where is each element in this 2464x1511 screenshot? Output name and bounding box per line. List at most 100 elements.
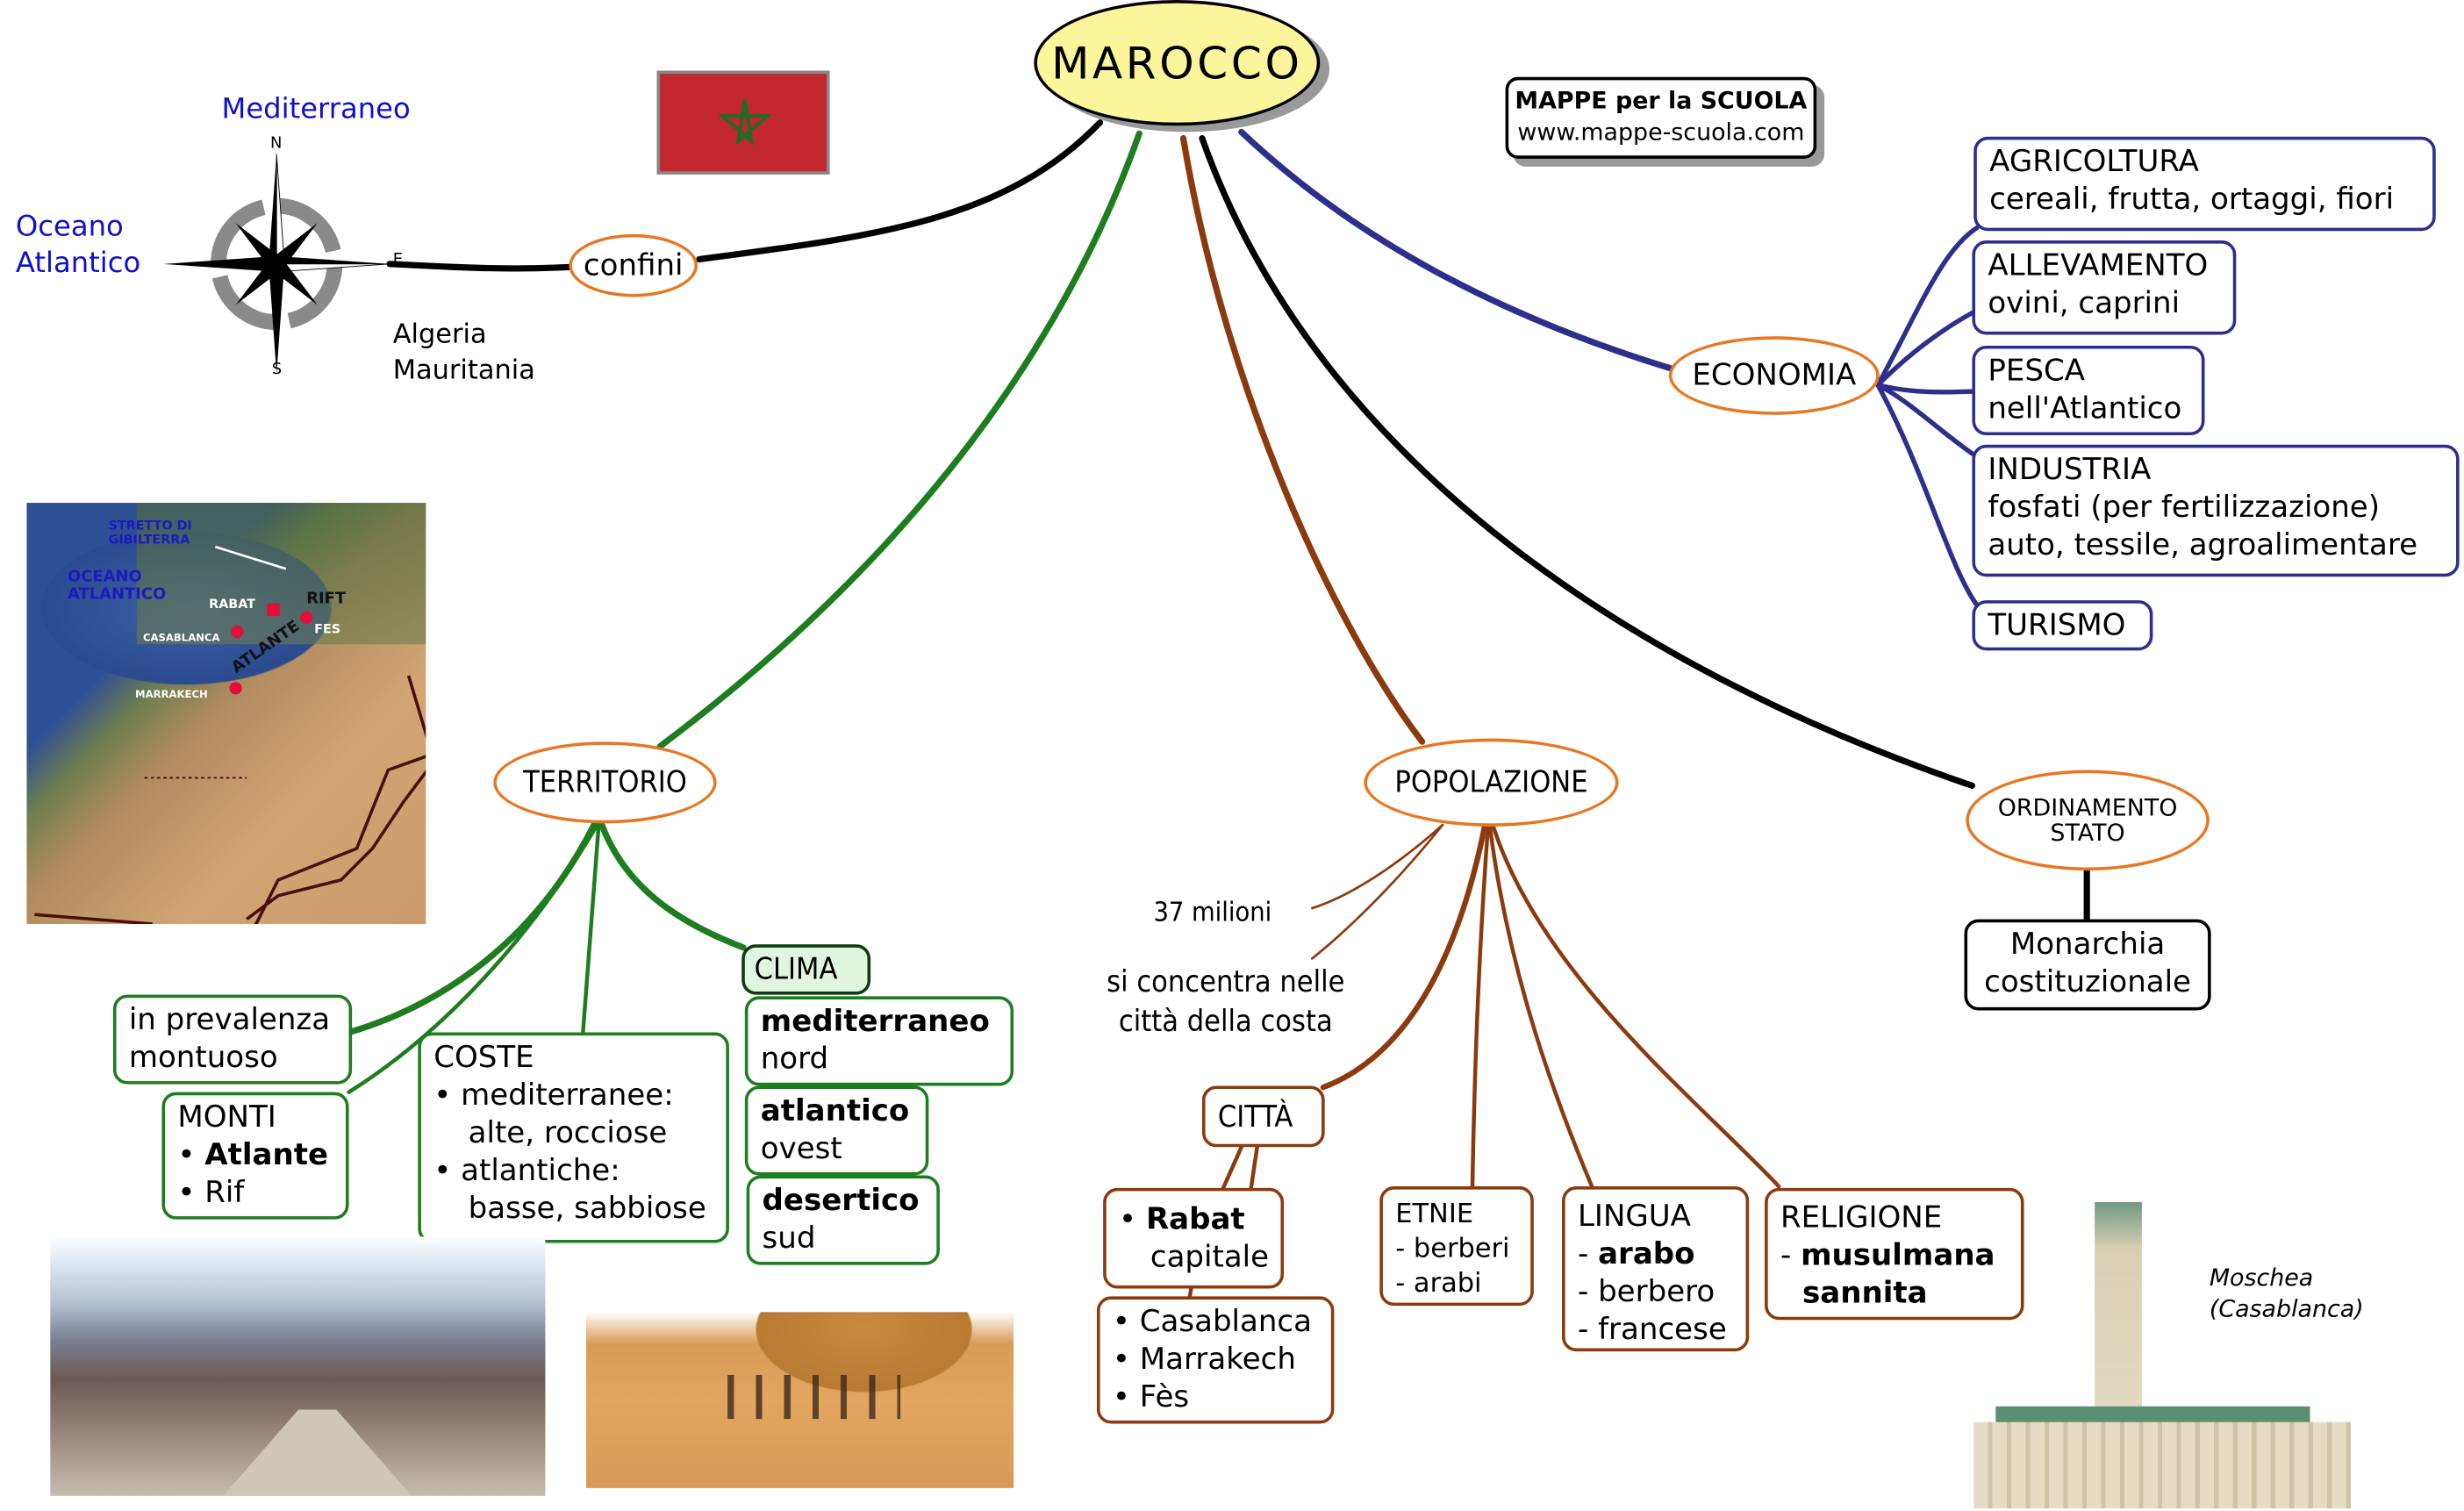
sector-detail: auto, tessile, agroalimentare — [1988, 527, 2418, 563]
node-ordinamento[interactable]: ORDINAMENTO STATO — [1966, 770, 2210, 871]
branding-title: MAPPE per la SCUOLA — [1515, 86, 1808, 115]
label-oceano-atlantico: Oceano Atlantico — [16, 209, 140, 281]
link-popolazione — [1179, 135, 1426, 745]
link-rabat2 — [1249, 1145, 1259, 1192]
compass-east-label: E — [392, 251, 404, 269]
link-clima — [598, 821, 747, 951]
prevalenza-line2: montuoso — [128, 1040, 278, 1075]
coste-desc: basse, sabbiose — [468, 1191, 706, 1226]
map-label-ocean: OCEANO ATLANTICO — [68, 569, 166, 603]
coste-item: • mediterranee: — [433, 1078, 674, 1113]
lingua-item: - arabo — [1577, 1236, 1695, 1271]
map-label-marrakech: MARRAKECH — [135, 688, 208, 701]
box-monti[interactable]: MONTI • Atlante • Rif — [161, 1092, 349, 1220]
clima-type: desertico — [763, 1182, 924, 1220]
coste-item: • atlantiche: — [433, 1153, 620, 1188]
lingua-title: LINGUA — [1577, 1199, 1691, 1234]
mosque-body — [1973, 1421, 2352, 1509]
map-label-strait-1: STRETTO DI — [108, 518, 192, 534]
morocco-flag — [656, 70, 830, 175]
link-confini-compass — [386, 261, 572, 272]
prevalenza-line1: in prevalenza — [128, 1002, 331, 1037]
box-rabat[interactable]: • Rabat capitale — [1103, 1187, 1285, 1289]
node-popolazione-label: POPOLAZIONE — [1394, 764, 1588, 799]
compass-north-label: N — [270, 135, 283, 153]
map-label-rift: RIFT — [306, 591, 347, 609]
link-confini — [696, 119, 1104, 263]
map-land-overlay — [136, 503, 426, 645]
sector-detail: fosfati (per fertilizzazione) — [1988, 490, 2381, 526]
map-label-casablanca: CASABLANCA — [142, 631, 220, 645]
rabat-note: capitale — [1150, 1239, 1270, 1275]
box-industria[interactable]: INDUSTRIA fosfati (per fertilizzazione) … — [1972, 444, 2460, 577]
city-item: • Marrakech — [1112, 1342, 1296, 1377]
lingua-item: - berbero — [1577, 1274, 1715, 1309]
mosque-caption-line2: (Casablanca) — [2209, 1294, 2364, 1323]
clima-type-2: desertico — [762, 1183, 920, 1218]
box-lingua[interactable]: LINGUA - arabo - berbero - francese — [1562, 1186, 1750, 1352]
box-etnie[interactable]: ETNIE - berberi - arabi — [1379, 1186, 1534, 1307]
rabat-name: Rabat — [1145, 1201, 1245, 1237]
monti-item: • Atlante — [177, 1137, 329, 1172]
box-turismo[interactable]: TURISMO — [1972, 600, 2153, 651]
box-agricoltura[interactable]: AGRICOLTURA cereali, frutta, ortaggi, fi… — [1973, 136, 2436, 232]
link-agricoltura — [1875, 225, 1980, 388]
coste-title: COSTE — [433, 1040, 534, 1075]
node-popolazione[interactable]: POPOLAZIONE — [1364, 738, 1619, 827]
box-citta[interactable]: CITTÀ — [1201, 1085, 1325, 1148]
node-confini[interactable]: confini — [569, 233, 698, 297]
link-concentra — [1310, 823, 1444, 960]
religione-title: RELIGIONE — [1780, 1200, 1943, 1235]
box-clima-mediterraneo[interactable]: mediterraneo nord — [744, 996, 1014, 1086]
coste-atl-name: atlantiche: — [461, 1153, 620, 1188]
neighbor-algeria: Algeria — [392, 319, 487, 351]
coste-desc: alte, rocciose — [468, 1115, 668, 1150]
link-cities — [1187, 1286, 1193, 1300]
box-monarchia[interactable]: Monarchia costituzionale — [1964, 919, 2211, 1011]
monti-atlante: Atlante — [204, 1137, 329, 1172]
link-monti — [347, 822, 599, 1094]
link-territorio — [656, 130, 1142, 750]
box-coste[interactable]: COSTE • mediterranee: alte, rocciose • a… — [418, 1032, 729, 1243]
node-economia[interactable]: ECONOMIA — [1668, 336, 1880, 415]
map-label-ocean-2: ATLANTICO — [68, 585, 167, 604]
monarchia-line1: Monarchia — [2009, 927, 2166, 962]
box-other-cities[interactable]: • Casablanca • Marrakech • Fès — [1096, 1296, 1335, 1424]
popolazione-count: 37 milioni — [1153, 897, 1272, 929]
link-pesca — [1875, 383, 1978, 395]
religione-item: sannita — [1780, 1274, 2009, 1312]
neighbors-list: Algeria Mauritania — [393, 318, 535, 390]
box-prevalenza[interactable]: in prevalenza montuoso — [112, 994, 353, 1085]
node-territorio[interactable]: TERRITORIO — [493, 741, 717, 824]
link-ordinamento — [1199, 135, 1976, 789]
map-label-strait: STRETTO DI GIBILTERRA — [109, 519, 192, 547]
photo-desert-camels — [585, 1312, 1014, 1488]
branding-url[interactable]: www.mappe-scuola.com — [1517, 118, 1805, 147]
religione-item: - musulmana — [1780, 1238, 1995, 1273]
clima-title: CLIMA — [754, 952, 838, 987]
box-clima-atlantico[interactable]: atlantico ovest — [744, 1085, 929, 1176]
title-node[interactable]: MAROCCO — [1034, 0, 1321, 126]
box-religione[interactable]: RELIGIONE - musulmana sannita — [1765, 1187, 2024, 1321]
link-citta — [1320, 822, 1488, 1091]
clima-where-2: sud — [762, 1221, 816, 1256]
box-clima-desertico[interactable]: desertico sud — [746, 1175, 940, 1265]
ordinamento-line2: STATO — [2050, 819, 2125, 848]
lingua-arabo: arabo — [1598, 1236, 1695, 1271]
etnie-arabi: arabi — [1413, 1268, 1482, 1300]
neighbor-mauritania: Mauritania — [392, 354, 535, 387]
city-casablanca: Casablanca — [1139, 1304, 1313, 1339]
box-pesca[interactable]: PESCA nell'Atlantico — [1972, 345, 2205, 436]
box-clima[interactable]: CLIMA — [741, 944, 871, 995]
monti-rif: Rif — [204, 1175, 245, 1210]
sector-name: INDUSTRIA — [1988, 452, 2152, 488]
etnie-berberi: berberi — [1413, 1233, 1510, 1265]
map-label-ocean-1: OCEANO — [68, 569, 142, 586]
box-allevamento[interactable]: ALLEVAMENTO ovini, caprini — [1972, 240, 2237, 335]
etnie-item: - arabi — [1395, 1268, 1482, 1300]
link-religione — [1491, 822, 1781, 1189]
branding-box: MAPPE per la SCUOLA www.mappe-scuola.com — [1505, 76, 1817, 159]
link-lingua — [1487, 822, 1594, 1189]
label-atlantico: Atlantico — [15, 247, 141, 280]
